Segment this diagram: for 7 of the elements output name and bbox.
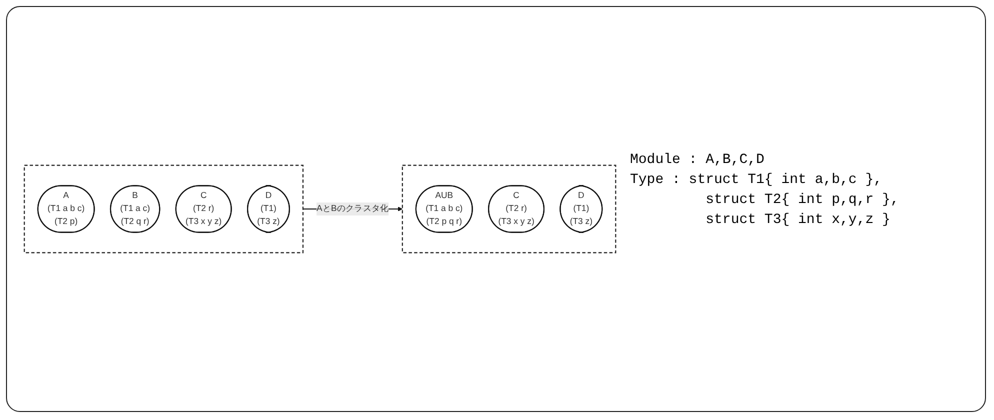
cluster [24,164,304,254]
type-definition-line: struct T3{ int x,y,z } [704,211,892,230]
type-definition-line: struct T2{ int p,q,r }, [704,191,899,210]
type-definition-line: Module : A,B,C,D [630,151,766,170]
type-definition-line: Type : struct T1{ int a,b,c }, [630,171,884,190]
cluster [402,164,616,254]
edge-label: AとBのクラスタ化 [316,204,389,214]
